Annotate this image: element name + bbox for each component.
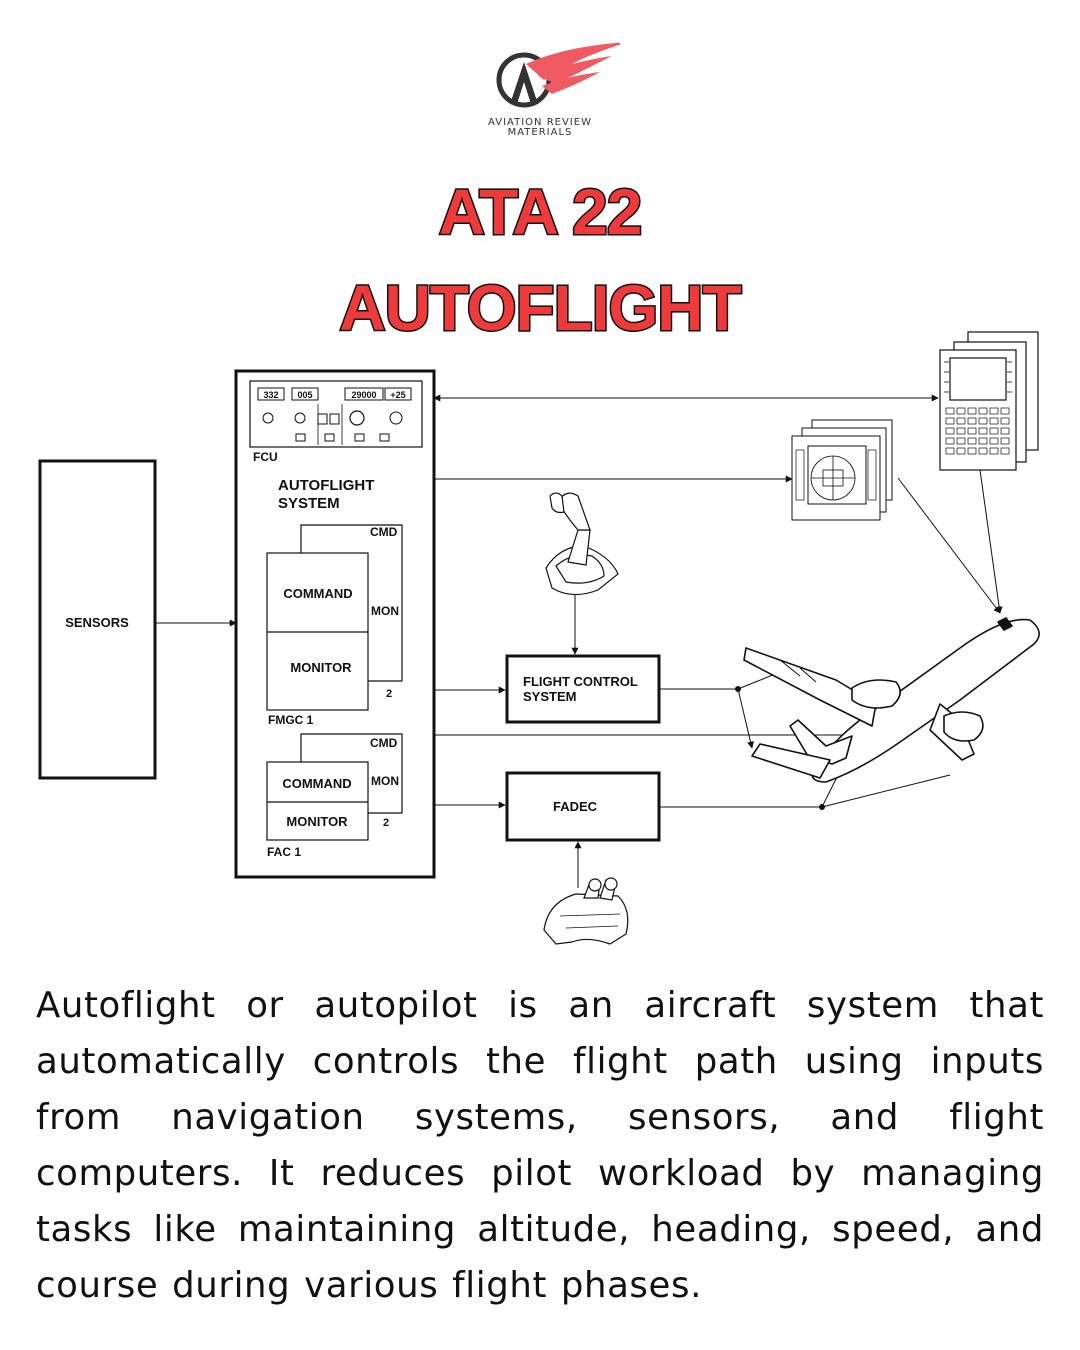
- brand-name-line1: AVIATION REVIEW: [488, 117, 592, 128]
- fadec-label: FADEC: [553, 799, 598, 814]
- junction-dot: [735, 686, 741, 692]
- description-paragraph: Autoflight or autopilot is an aircraft s…: [36, 985, 1044, 1306]
- thrust-lever-icon: [543, 877, 629, 945]
- junction-dot: [819, 804, 825, 810]
- fmgc-mon-label: MON: [371, 604, 399, 618]
- fmgc-block: [266, 524, 403, 711]
- aircraft-icon: [743, 617, 1040, 783]
- connection-lines: [433, 394, 1003, 888]
- headline-ata-number: ATA 22: [437, 176, 644, 248]
- fcu-readout-altitude: 29000: [351, 390, 376, 400]
- flight-control-system-label-line1: FLIGHT CONTROL: [523, 674, 638, 689]
- fmgc-monitor-label: MONITOR: [290, 660, 352, 675]
- fcu-readout-vs: +25: [390, 390, 405, 400]
- brand-name-line2: MATERIALS: [507, 127, 573, 138]
- fcu-readout-heading: 005: [297, 390, 312, 400]
- brand-logo: AVIATION REVIEW MATERIALS: [460, 40, 628, 140]
- fcu-readout-speed: 332: [263, 390, 278, 400]
- fmgc-number-label: 2: [386, 688, 392, 700]
- headline-title: AUTOFLIGHT: [338, 272, 743, 344]
- fmgc-name-label: FMGC 1: [268, 713, 314, 727]
- fcu-label: FCU: [253, 450, 278, 464]
- flight-display-icon: [791, 419, 893, 521]
- fac-command-label: COMMAND: [282, 776, 351, 791]
- sidestick-icon: [545, 492, 619, 596]
- fac-name-label: FAC 1: [267, 845, 301, 859]
- flight-control-system-label-line2: SYSTEM: [523, 689, 576, 704]
- fmgc-cmd-label: CMD: [370, 525, 398, 539]
- autoflight-system-label-line1: AUTOFLIGHT: [278, 477, 374, 494]
- fac-monitor-label: MONITOR: [286, 814, 348, 829]
- autoflight-diagram: SENSORS 332 005 29000 +25: [38, 331, 1040, 945]
- autoflight-system-label-line2: SYSTEM: [278, 495, 340, 512]
- fac-block: [266, 733, 403, 841]
- flight-control-system-box: [505, 654, 661, 724]
- mcdu-icon: [939, 331, 1039, 471]
- sensors-label: SENSORS: [65, 615, 129, 630]
- logo-emblem-icon: [496, 42, 628, 108]
- fac-mon-label: MON: [371, 774, 399, 788]
- fac-number-label: 2: [383, 817, 389, 829]
- fcu-panel-icon: [249, 380, 423, 448]
- fmgc-command-label: COMMAND: [283, 586, 352, 601]
- sensors-box: [38, 459, 157, 780]
- fac-cmd-label: CMD: [370, 736, 398, 750]
